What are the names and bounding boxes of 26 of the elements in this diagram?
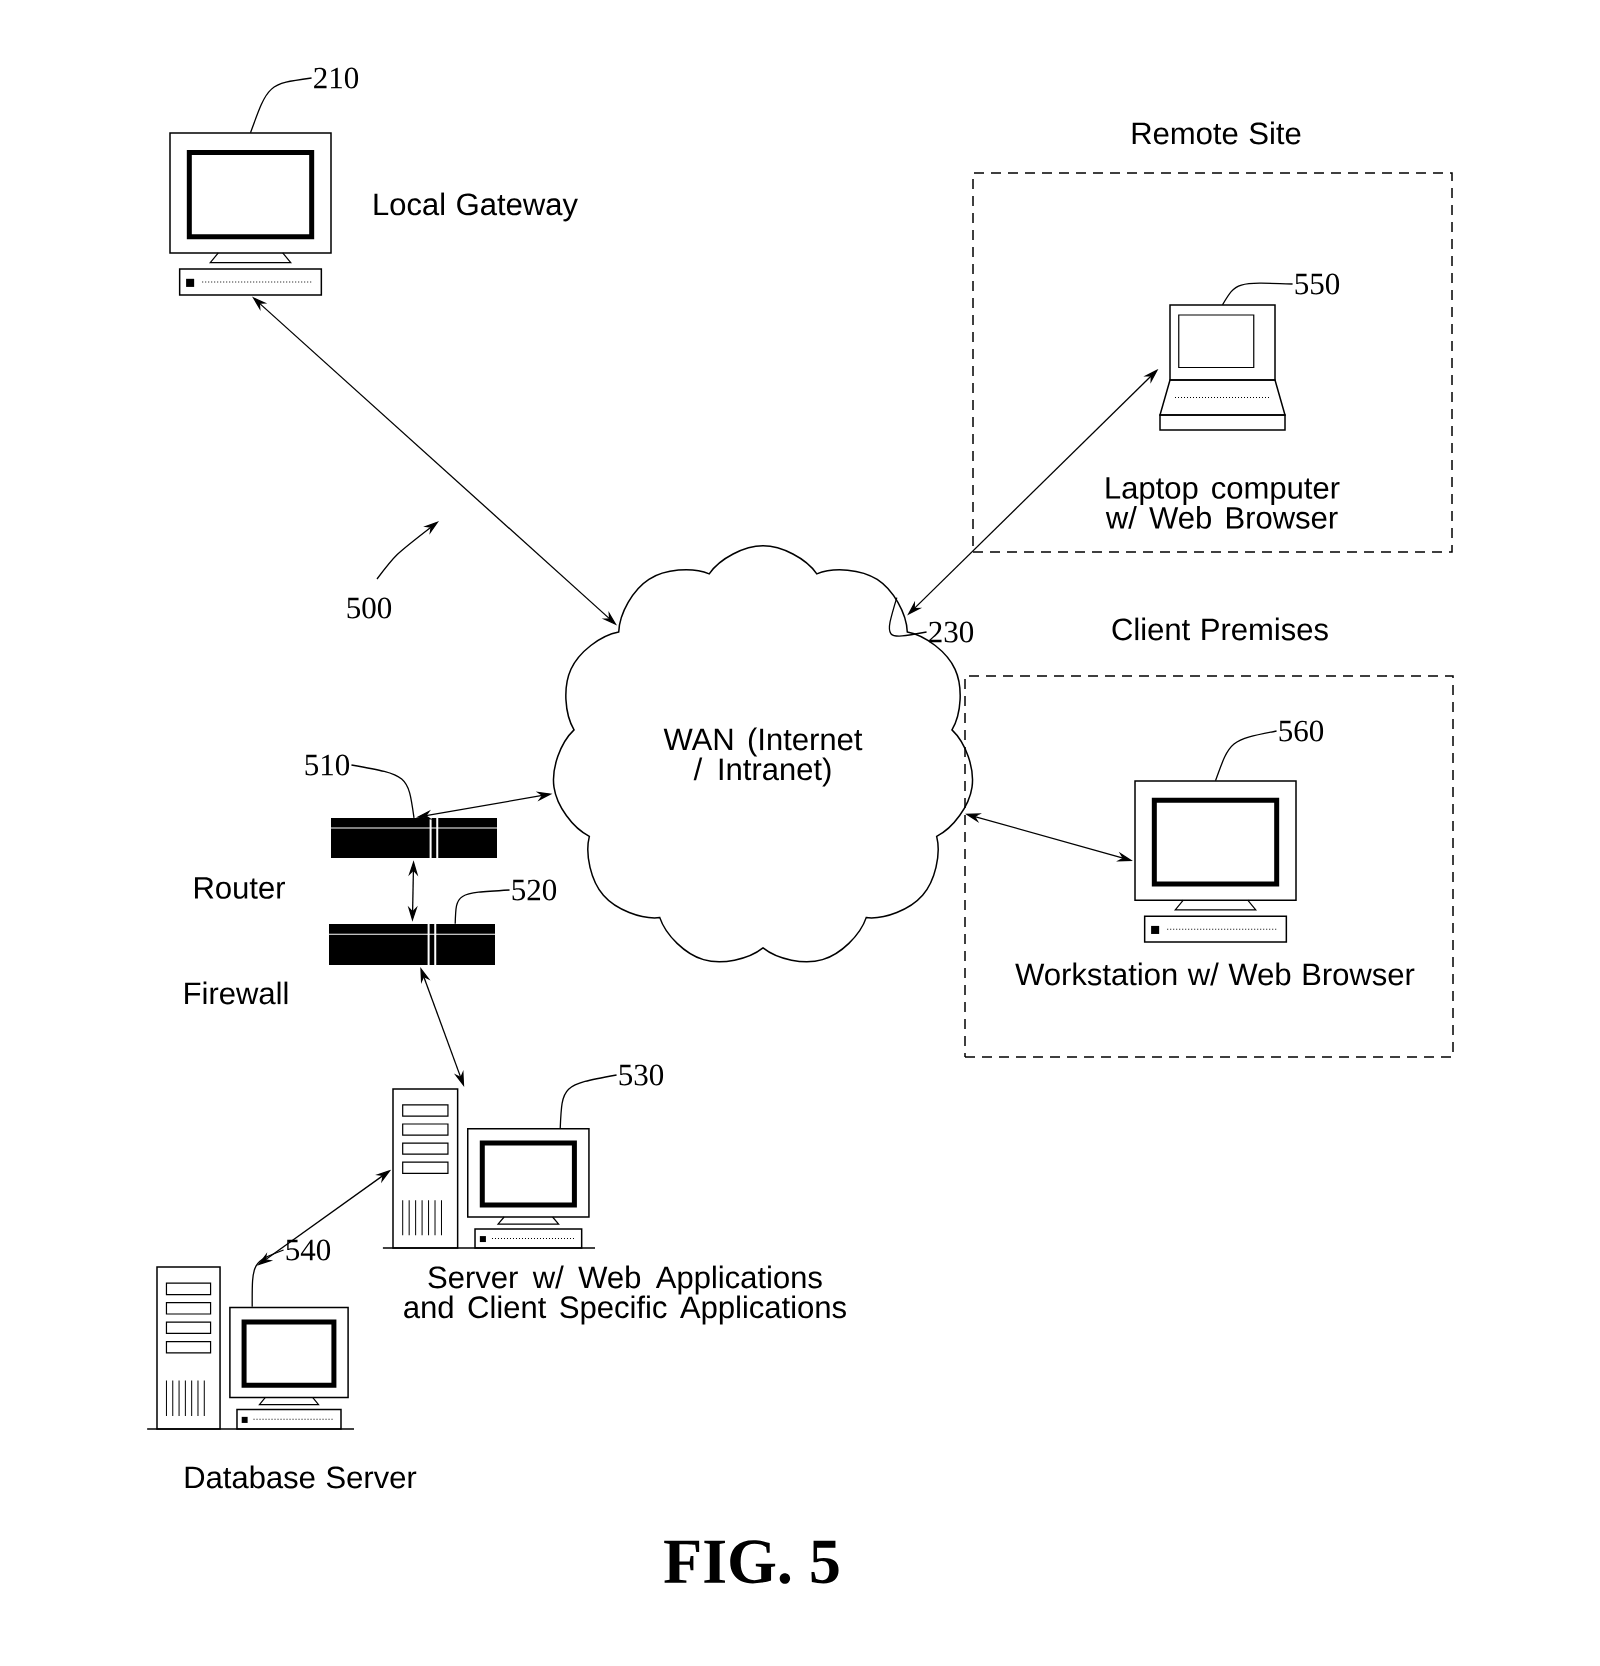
leader-line xyxy=(888,596,928,637)
leader-line xyxy=(1214,730,1278,782)
leader-line xyxy=(559,1074,618,1130)
callout-number: 230 xyxy=(929,621,974,643)
leader-line xyxy=(251,1249,285,1308)
node-label: Laptop computer w/ Web Browser xyxy=(1105,477,1340,529)
callout-number: 500 xyxy=(347,597,392,619)
leader-line xyxy=(350,764,415,819)
figure-caption: FIG. 5 xyxy=(664,1540,839,1584)
node-label: Server w/ Web Applications and Client Specific Applications xyxy=(404,1265,846,1325)
group-title: Remote Site xyxy=(1132,121,1301,145)
node-label: Router xyxy=(195,877,285,899)
leader-line xyxy=(1221,282,1294,306)
callout-number: 510 xyxy=(305,754,350,776)
callout-number: 550 xyxy=(1295,273,1340,295)
node-label: Database Server xyxy=(185,1465,417,1489)
callout-number: 530 xyxy=(619,1064,664,1086)
node-label: Workstation w/ Web Browser xyxy=(1015,962,1415,986)
node-label: Local Gateway xyxy=(374,192,578,222)
leader-line xyxy=(249,77,313,134)
callout-number: 210 xyxy=(314,67,359,89)
callout-number: 560 xyxy=(1279,720,1324,742)
node-label: Firewall xyxy=(185,981,288,1005)
leader-line xyxy=(454,889,511,925)
callout-number: 540 xyxy=(286,1239,331,1261)
group-title: Client Premises xyxy=(1112,617,1328,641)
